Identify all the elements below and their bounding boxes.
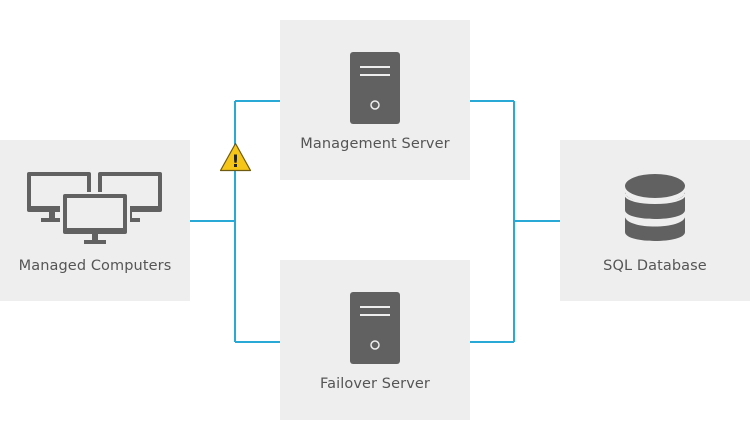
managed-computers-node: Managed Computers [0, 140, 190, 301]
failover-server-node: Failover Server [280, 260, 470, 420]
failover-server-label: Failover Server [320, 376, 430, 392]
warning-symbol: ! [232, 152, 240, 172]
management-server-label: Management Server [300, 136, 450, 152]
managed-computers-label: Managed Computers [18, 258, 172, 274]
monitors-icon [27, 172, 162, 244]
warning-icon: ! [219, 142, 252, 172]
management-server-node: Management Server [280, 20, 470, 180]
database-icon [625, 174, 685, 241]
sql-database-node: SQL Database [560, 140, 750, 301]
server-icon [350, 52, 400, 124]
server-icon [350, 292, 400, 364]
sql-database-label: SQL Database [603, 258, 707, 274]
